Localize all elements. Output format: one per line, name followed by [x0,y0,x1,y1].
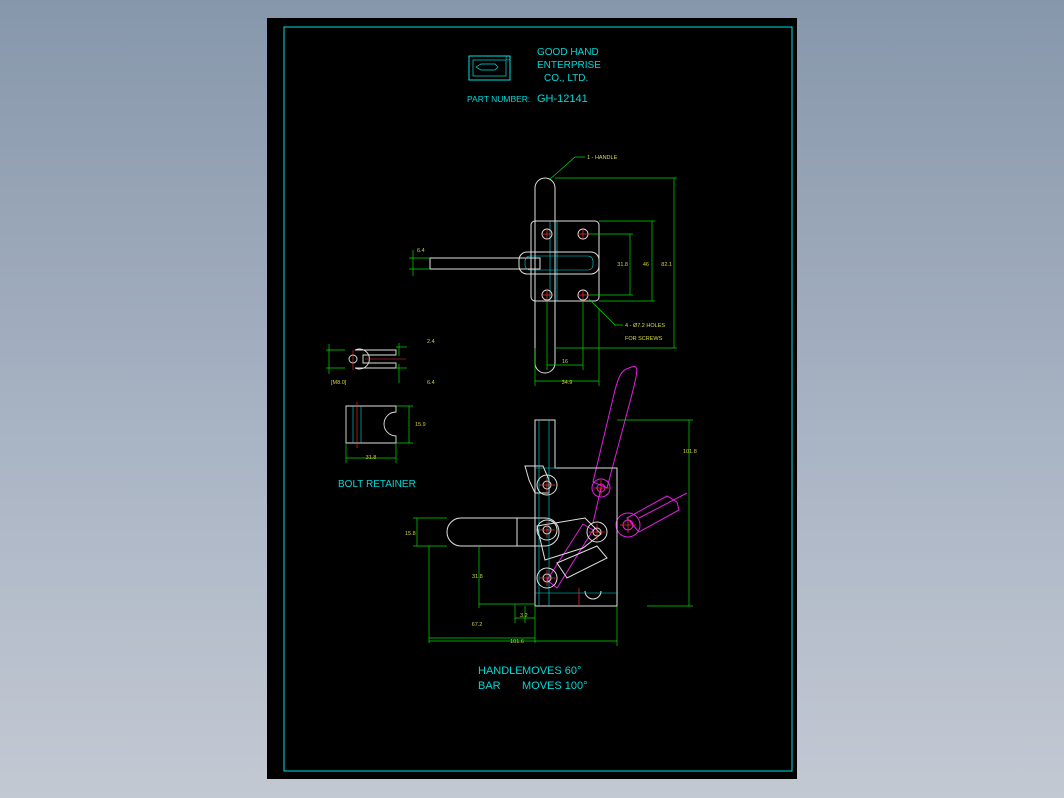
side-view: 101.8 15.8 31.8 3.2 67.2 101.6 [405,366,697,646]
company-name-line1: GOOD HAND [537,47,599,58]
bolt-retainer: 2.4 [M8.0] 6.4 15.9 31.8 BOLT RETAINER [326,339,435,490]
dim-retainer-15-9: 15.9 [415,422,426,428]
dim-top-16: 16 [562,359,568,365]
dim-side-15-8: 15.8 [405,531,416,537]
note-bar-moves: MOVES 100° [522,680,588,692]
top-view: 6.4 31.8 46 82.1 16 34.9 1 - HANDLE 4 - … [409,155,677,386]
dim-side-3-2: 3.2 [520,613,528,619]
company-name-line3: CO., LTD. [544,73,588,84]
dim-top-34-9: 34.9 [562,380,573,386]
dim-top-82-1: 82.1 [661,262,672,268]
dim-side-31-8: 31.8 [472,574,483,580]
dim-side-101-6: 101.6 [510,639,524,645]
callout-holes-screws: FOR SCREWS [625,336,663,342]
dim-top-6-4: 6.4 [417,248,425,254]
dim-top-46: 46 [643,262,649,268]
note-handle-moves: MOVES 60° [522,665,581,677]
company-logo [468,55,511,81]
retainer-title: BOLT RETAINER [338,479,416,490]
dim-top-31-8: 31.8 [617,262,628,268]
callout-holes: 4 - Ø7.2 HOLES [625,323,665,329]
note-handle-label: HANDLE [478,665,523,677]
dim-retainer-6-4: 6.4 [427,380,435,386]
note-bar-label: BAR [478,680,501,692]
dim-retainer-2-4: 2.4 [427,339,435,345]
dim-side-67-2: 67.2 [472,622,483,628]
drawing-border [283,26,793,772]
part-number-value: GH-12141 [537,93,588,105]
drawing-sheet: GOOD HAND ENTERPRISE CO., LTD. PART NUMB… [267,18,797,779]
part-number-label: PART NUMBER: [467,94,530,104]
dim-retainer-31-8: 31.8 [366,455,377,461]
company-name-line2: ENTERPRISE [537,60,601,71]
callout-handle: 1 - HANDLE [587,155,618,161]
drawing-canvas: GOOD HAND ENTERPRISE CO., LTD. PART NUMB… [283,26,793,772]
dim-side-101-8: 101.8 [683,449,697,455]
dim-retainer-m8: [M8.0] [331,380,347,386]
